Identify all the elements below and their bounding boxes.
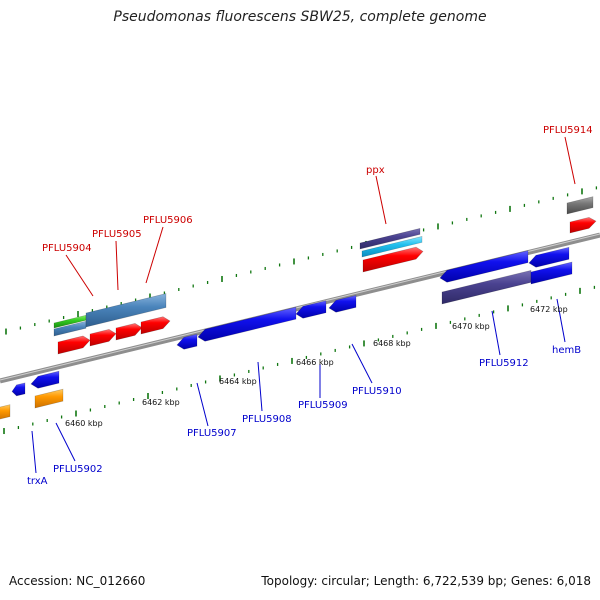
gene-pflu5905-arrow	[89, 329, 117, 347]
leader-pflu5907	[196, 382, 209, 427]
gene-label-pflu5907[interactable]: PFLU5907	[187, 428, 237, 439]
gene-pflu5909-arrow	[295, 300, 327, 319]
gene-pflu5910-arrow	[328, 295, 357, 313]
genome-summary-text: Topology: circular; Length: 6,722,539 bp…	[261, 574, 591, 588]
leader-trxa	[31, 430, 37, 474]
gene-pflu5906-arrow-b	[140, 316, 171, 335]
gene-ppx-arrow	[362, 246, 424, 273]
leader-pflu5912	[491, 310, 501, 356]
gene-trxa-feature	[0, 404, 11, 420]
scale-label-6466: 6466 kbp	[296, 358, 334, 367]
gene-pflu5906-arrow-a	[115, 323, 143, 341]
leader-pflu5914	[564, 136, 576, 185]
gene-pflu5907-arrow	[176, 333, 198, 350]
gene-label-ppx[interactable]: ppx	[366, 165, 385, 176]
tick-track-lower	[3, 285, 596, 435]
gene-hemb-arrow	[528, 246, 570, 268]
leader-hemb	[556, 298, 566, 343]
gene-label-pflu5908[interactable]: PFLU5908	[242, 414, 292, 425]
gene-label-pflu5905[interactable]: PFLU5905	[92, 229, 142, 240]
gene-pflu5904-cds	[53, 320, 87, 337]
gene-pflu5902-feature	[34, 388, 64, 409]
leader-pflu5904	[65, 254, 94, 297]
gene-ppx-feature	[361, 236, 423, 258]
gene-pflu5914-feature	[566, 196, 594, 215]
leader-pflu5902	[55, 422, 76, 462]
gene-label-hemb[interactable]: hemB	[552, 345, 581, 356]
label-leaders	[31, 136, 576, 474]
leader-pflu5906	[145, 226, 164, 284]
gene-label-pflu5910[interactable]: PFLU5910	[352, 386, 402, 397]
leader-pflu5905	[115, 240, 119, 291]
gene-ppx-domain	[359, 228, 421, 250]
scale-label-6468: 6468 kbp	[373, 339, 411, 348]
gene-label-pflu5909[interactable]: PFLU5909	[298, 400, 348, 411]
gene-label-trxa[interactable]: trxA	[27, 476, 48, 487]
gene-features	[0, 196, 597, 420]
scale-label-6462: 6462 kbp	[142, 398, 180, 407]
gene-label-pflu5906[interactable]: PFLU5906	[143, 215, 193, 226]
gene-pflu5905-pflu5906-region	[85, 293, 167, 328]
gene-label-pflu5902[interactable]: PFLU5902	[53, 464, 103, 475]
gene-label-pflu5904[interactable]: PFLU5904	[42, 243, 92, 254]
scale-label-6470: 6470 kbp	[452, 322, 490, 331]
leader-ppx	[375, 175, 387, 225]
accession-text: Accession: NC_012660	[9, 574, 146, 588]
gene-label-pflu5914[interactable]: PFLU5914	[543, 125, 593, 136]
scale-label-6460: 6460 kbp	[65, 419, 103, 428]
leader-pflu5908	[257, 361, 263, 412]
gene-pflu5904-arrow	[57, 335, 91, 355]
leader-pflu5910	[351, 343, 373, 384]
gene-label-pflu5912[interactable]: PFLU5912	[479, 358, 529, 369]
gene-trxa-arrow	[11, 382, 26, 397]
gene-pflu5912-arrow	[439, 250, 529, 283]
gene-hemb-feature	[530, 261, 573, 285]
gene-pflu5914-arrow	[569, 217, 597, 234]
gene-pflu5902-arrow	[30, 370, 60, 389]
scale-label-6464: 6464 kbp	[219, 377, 257, 386]
gene-pflu5908-arrow	[197, 306, 297, 342]
map-title: Pseudomonas fluorescens SBW25, complete …	[113, 9, 487, 25]
scale-label-6472: 6472 kbp	[530, 305, 568, 314]
